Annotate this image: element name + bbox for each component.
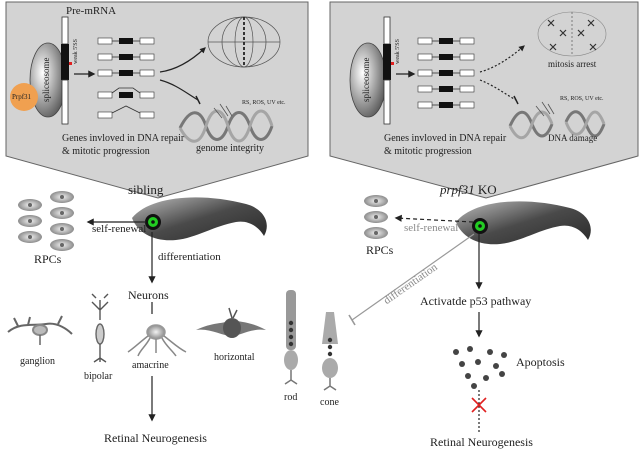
weak-ss-label: weak 5'SS xyxy=(73,39,79,64)
stressors-label: RS, ROS, UV etc. xyxy=(242,100,286,106)
differentiation-label: differentiation xyxy=(158,251,221,263)
horizontal-cell-icon xyxy=(196,307,266,338)
mitosis-arrest-label: mitosis arrest xyxy=(548,59,597,69)
apoptotic-cells xyxy=(453,346,507,389)
left-fate xyxy=(7,191,267,422)
genome-integrity-label: genome integrity xyxy=(196,143,265,154)
pre-mrna-label: Pre-mRNA xyxy=(66,5,117,17)
stressors-ko-label: RS, ROS, UV etc. xyxy=(560,96,604,102)
bipolar-label: bipolar xyxy=(84,371,113,382)
prpf31-protein xyxy=(10,83,38,111)
rpcs-label: RPCs xyxy=(34,252,62,266)
genes-ko-label-line1: Genes invloved in DNA repair xyxy=(384,133,507,144)
horizontal-label: horizontal xyxy=(214,352,255,363)
isoform-list-ko xyxy=(417,37,475,109)
mitotic-spindle-icon xyxy=(207,16,281,68)
ganglion-label: ganglion xyxy=(20,356,55,367)
ko-title: prpf31 KO xyxy=(440,183,497,196)
cone-label: cone xyxy=(320,397,339,408)
ko-title-gene: prpf31 xyxy=(440,182,475,197)
retinal-neurogenesis-right: Retinal Neurogenesis xyxy=(430,435,533,449)
prpf31-label: Prpf31 xyxy=(12,93,32,101)
amacrine-cell-icon xyxy=(127,324,187,357)
p53-pathway-label: Activatde p53 pathway xyxy=(420,294,532,308)
sibling-title: sibling xyxy=(128,182,164,197)
mitosis-arrest-icon xyxy=(537,11,607,57)
isoform-list xyxy=(97,37,155,119)
cone-cell-icon xyxy=(322,312,338,391)
spliceosome-ko-label: spliceosome xyxy=(361,57,371,103)
genes-ko-label-line2: & mitotic progression xyxy=(384,146,472,157)
rpcs-ko-label: RPCs xyxy=(366,243,394,257)
self-renewal-ko-label: self-renewal xyxy=(404,222,459,234)
dna-damage-label: DNA damage xyxy=(548,133,598,143)
weak-ss-ko-label: weak 5'SS xyxy=(395,39,401,64)
damaged-dna-icon xyxy=(508,110,606,140)
left-panel xyxy=(5,1,309,199)
ganglion-cell-icon xyxy=(7,315,73,345)
rpc-cells-ko xyxy=(364,195,388,239)
rpc-cells-sibling xyxy=(18,191,74,251)
genes-label-line1: Genes invloved in DNA repair xyxy=(62,133,185,144)
bipolar-cell-icon xyxy=(91,293,109,363)
neurons-label: Neurons xyxy=(128,288,169,302)
rod-cell-icon xyxy=(284,290,298,385)
right-panel xyxy=(329,1,639,199)
zebrafish-ko-icon xyxy=(456,201,591,245)
genes-label-line2: & mitotic progression xyxy=(62,146,150,157)
spliceosome-label: spliceosome xyxy=(41,57,51,103)
apoptosis-label: Apoptosis xyxy=(516,355,565,369)
ko-title-suffix: KO xyxy=(474,182,497,197)
rod-label: rod xyxy=(284,392,298,403)
amacrine-label: amacrine xyxy=(132,360,169,371)
zebrafish-sibling-icon xyxy=(132,197,267,241)
right-fate xyxy=(348,195,591,434)
self-renewal-label: self-renewal xyxy=(92,223,147,235)
dna-helix-icon xyxy=(178,109,274,143)
blocked-cross-icon xyxy=(471,397,487,413)
retinal-neurogenesis-left: Retinal Neurogenesis xyxy=(104,431,207,445)
